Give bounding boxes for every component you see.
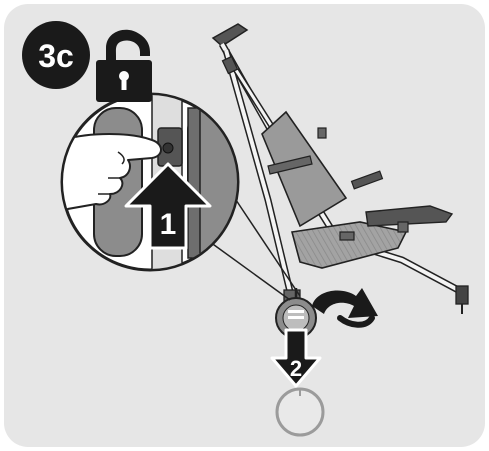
step-badge: 3c — [22, 21, 90, 89]
step-badge-label: 3c — [38, 38, 74, 74]
stroller-front-foot — [456, 286, 468, 304]
arrow-down-number: 2 — [290, 356, 302, 381]
arrow-up-number: 1 — [160, 208, 177, 241]
